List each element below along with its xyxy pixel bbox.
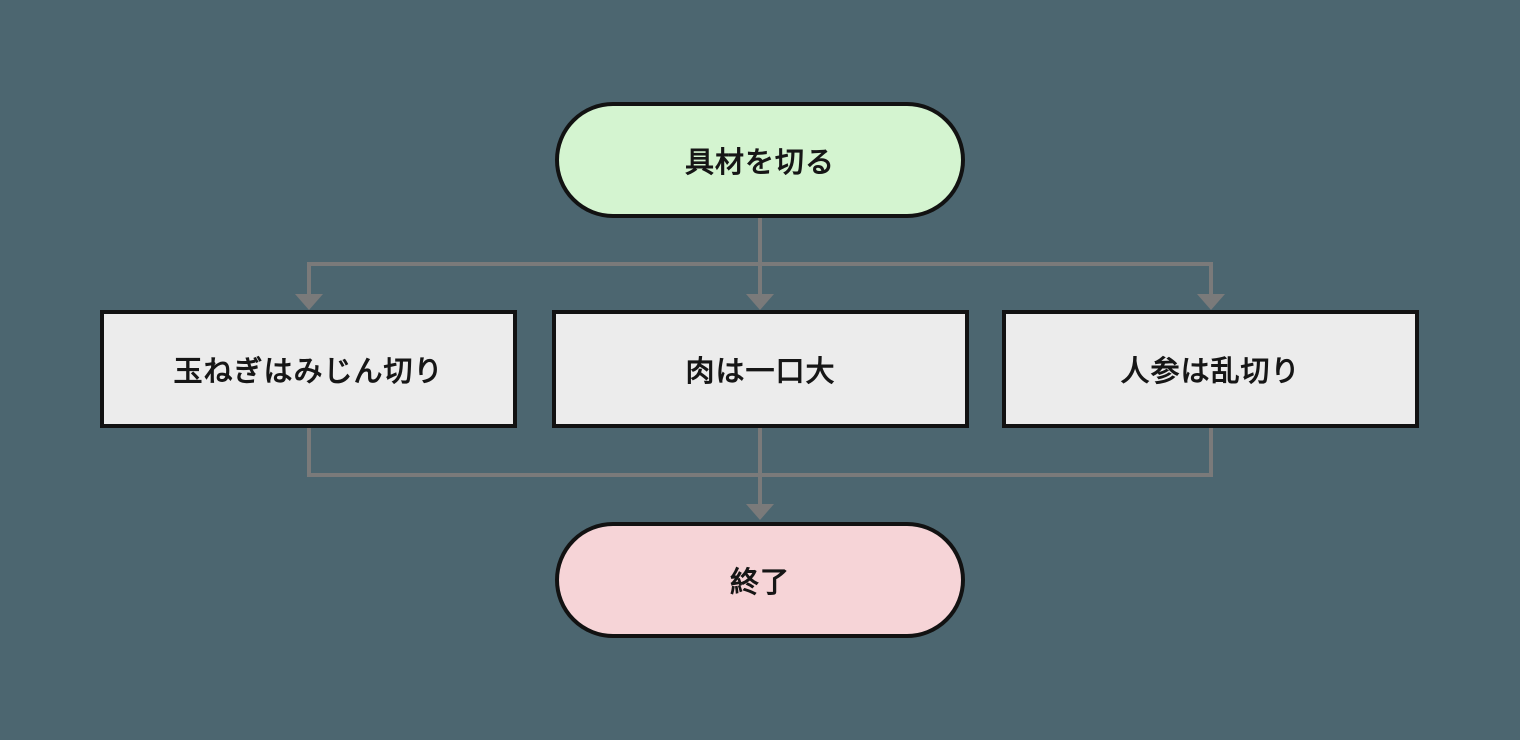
edge-carrot-to-merge [1209,428,1213,473]
arrowhead-onion-icon [295,294,323,310]
node-carrot: 人参は乱切り [1002,310,1419,428]
edge-onion-to-merge [307,428,311,473]
edge-merge-rail [307,473,1213,477]
node-onion: 玉ねぎはみじん切り [100,310,517,428]
node-onion-label: 玉ねぎはみじん切り [173,356,444,388]
arrowhead-end-icon [746,504,774,520]
node-end-label: 終了 [729,567,790,599]
node-start: 具材を切る [555,102,965,218]
arrowhead-carrot-icon [1197,294,1225,310]
arrowhead-meat-icon [746,294,774,310]
edge-start-to-carrot [1209,262,1213,294]
edge-start-stem [758,218,762,265]
edge-start-to-meat [758,266,762,294]
node-meat-label: 肉は一口大 [685,356,836,388]
node-carrot-label: 人参は乱切り [1120,356,1301,388]
node-end: 終了 [555,522,965,638]
node-meat: 肉は一口大 [552,310,969,428]
node-start-label: 具材を切る [684,147,835,179]
edge-meat-to-end [758,428,762,504]
edge-start-to-onion [307,262,311,294]
edge-fanout-rail [307,262,1213,266]
